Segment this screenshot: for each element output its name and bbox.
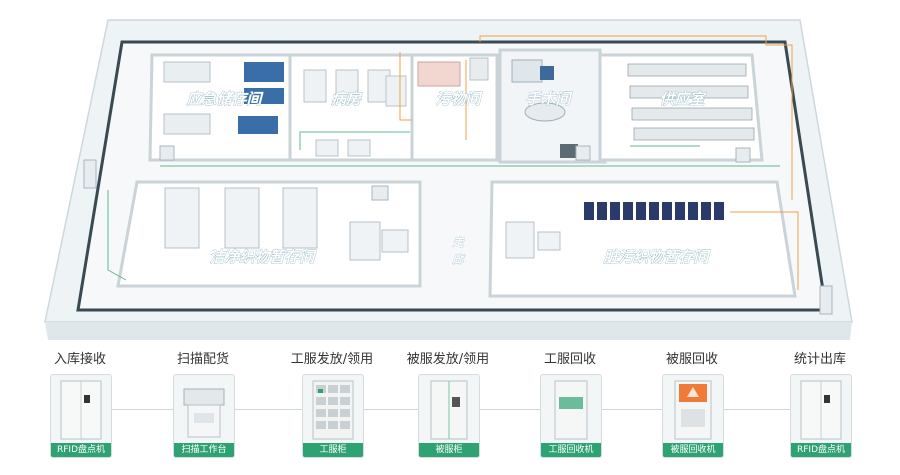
label-emergency-storage: 应急储存间 <box>185 90 264 108</box>
rfid-cabinet-card: RFID盘点机 <box>790 374 852 458</box>
process-step-uniform-dispense: 工服发放/领用 工服柜 <box>277 350 387 468</box>
scan-workstation-card: 扫描工作台 <box>173 374 235 458</box>
label-dirty-room: 污物间 <box>435 90 483 108</box>
step-badge: RFID盘点机 <box>791 443 851 457</box>
step-title: 工服回收 <box>515 350 625 370</box>
hospital-floorplan: 应急储存间 病房 污物间 手术间 供应室 洁净织物暂存间 脏污织物暂存间 走 廊 <box>0 0 900 345</box>
step-badge: RFID盘点机 <box>51 443 111 457</box>
step-badge: 工服柜 <box>303 443 363 457</box>
bedding-cabinet-card: 被服柜 <box>418 374 480 458</box>
process-step-uniform-recycle: 工服回收 工服回收机 <box>515 350 625 468</box>
label-dirty-textile-storage: 脏污织物暂存间 <box>602 248 711 266</box>
process-step-bedding-dispense: 被服发放/领用 被服柜 <box>393 350 503 468</box>
label-clean-textile-storage: 洁净织物暂存间 <box>209 248 317 266</box>
step-badge: 扫描工作台 <box>174 443 234 457</box>
step-title: 工服发放/领用 <box>277 350 387 370</box>
process-step-statistics-outbound: 统计出库 RFID盘点机 <box>765 350 875 468</box>
step-badge: 被服柜 <box>419 443 479 457</box>
uniform-locker-card: 工服柜 <box>302 374 364 458</box>
building-glass-base <box>45 322 852 340</box>
bedding-recycler-card: 被服回收机 <box>662 374 724 458</box>
step-title: 扫描配货 <box>148 350 258 370</box>
process-step-bedding-recycle: 被服回收 被服回收机 <box>637 350 747 468</box>
step-badge: 工服回收机 <box>541 443 601 457</box>
process-step-receiving: 入库接收 RFID盘点机 <box>25 350 135 468</box>
label-corridor-1: 走 <box>452 236 466 249</box>
label-operating-room: 手术间 <box>525 90 573 108</box>
process-step-scanning: 扫描配货 扫描工作台 <box>148 350 258 468</box>
uniform-recycler-card: 工服回收机 <box>540 374 602 458</box>
step-title: 统计出库 <box>765 350 875 370</box>
step-title: 入库接收 <box>25 350 135 370</box>
step-badge: 被服回收机 <box>663 443 723 457</box>
step-title: 被服发放/领用 <box>393 350 503 370</box>
step-title: 被服回收 <box>637 350 747 370</box>
label-supply-room: 供应室 <box>659 90 707 108</box>
label-ward: 病房 <box>331 90 363 108</box>
label-corridor-2: 廊 <box>452 253 466 266</box>
rfid-cabinet-card: RFID盘点机 <box>50 374 112 458</box>
